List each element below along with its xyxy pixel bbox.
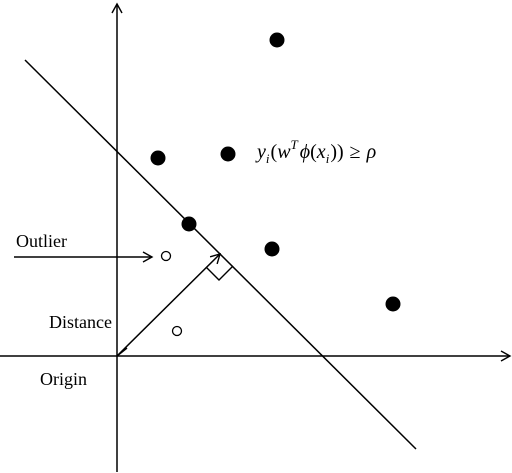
distance-label: Distance (49, 312, 112, 332)
outlier-point (171, 325, 183, 337)
distance-arrow (116, 252, 222, 357)
formula-rho: ρ (366, 141, 377, 163)
data-point-filled (150, 150, 166, 166)
formula-x: x (316, 141, 326, 163)
formula-y: y (255, 141, 266, 163)
formula-open: ( (271, 141, 278, 163)
formula-w: w (277, 141, 291, 163)
outlier-label: Outlier (16, 231, 67, 251)
hyperplane (24, 59, 417, 450)
formula-geq: ≥ (350, 141, 361, 163)
data-point-filled (269, 32, 285, 48)
outlier-point (160, 250, 172, 262)
formula-close: )) (330, 141, 343, 163)
formula-w-sup: T (291, 137, 299, 152)
data-point-filled (385, 296, 401, 312)
data-point-filled (264, 241, 280, 257)
data-point-filled (181, 216, 197, 232)
origin-label: Origin (40, 369, 87, 389)
distance-arrow-tail (116, 347, 128, 357)
data-point-filled (220, 146, 236, 162)
formula-y-sub: i (266, 151, 270, 166)
right-angle-marker (205, 265, 234, 281)
formula-x-open: ( (310, 141, 317, 163)
formula-x-sub: i (326, 151, 330, 166)
formula-phi: ϕ (300, 141, 310, 163)
